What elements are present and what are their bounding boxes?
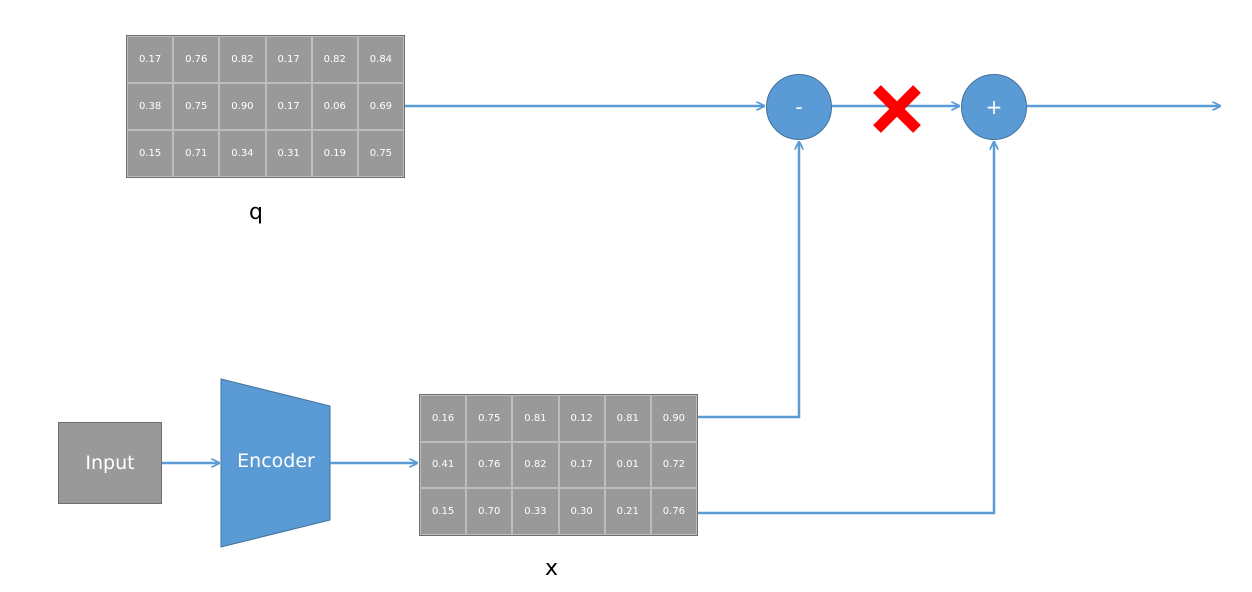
q-cell: 0.06 — [311, 83, 358, 130]
x-cell: 0.76 — [650, 488, 697, 535]
x-cell: 0.17 — [558, 441, 605, 489]
q-cell: 0.17 — [265, 36, 312, 83]
x-cell: 0.01 — [604, 441, 651, 489]
x-cell: 0.76 — [466, 441, 513, 489]
add-node: + — [961, 74, 1027, 140]
plus-symbol: + — [985, 95, 1003, 119]
x-cell: 0.33 — [512, 488, 559, 535]
x-cell: 0.16 — [420, 395, 467, 442]
x-cell: 0.12 — [558, 395, 605, 442]
x-cell: 0.72 — [650, 441, 697, 489]
x-cell: 0.30 — [558, 488, 605, 535]
x-cell: 0.21 — [604, 488, 651, 535]
x-cell: 0.81 — [604, 395, 651, 442]
q-cell: 0.75 — [173, 83, 220, 130]
q-cell: 0.82 — [219, 36, 266, 83]
q-cell: 0.76 — [173, 36, 220, 83]
q-cell: 0.75 — [357, 130, 404, 177]
x-label: x — [545, 556, 559, 581]
q-cell: 0.38 — [127, 83, 174, 130]
x-cell: 0.15 — [420, 488, 467, 535]
q-cell: 0.71 — [173, 130, 220, 177]
q-cell: 0.69 — [357, 83, 404, 130]
cross-icon — [873, 85, 921, 133]
x-cell: 0.41 — [420, 441, 467, 489]
q-cell: 0.34 — [219, 130, 266, 177]
x-cell: 0.81 — [512, 395, 559, 442]
x-cell: 0.75 — [466, 395, 513, 442]
x-cell: 0.70 — [466, 488, 513, 535]
q-cell: 0.90 — [219, 83, 266, 130]
encoder-label: Encoder — [237, 450, 315, 472]
input-label: Input — [85, 452, 135, 474]
q-label: q — [249, 200, 263, 225]
q-cell: 0.84 — [357, 36, 404, 83]
q-cell: 0.82 — [311, 36, 358, 83]
input-box: Input — [58, 422, 162, 504]
q-cell: 0.31 — [265, 130, 312, 177]
q-matrix: 0.17 0.76 0.82 0.17 0.82 0.84 0.38 0.75 … — [126, 35, 405, 178]
x-matrix: 0.16 0.75 0.81 0.12 0.81 0.90 0.41 0.76 … — [419, 394, 698, 536]
subtract-node: - — [766, 74, 832, 140]
q-cell: 0.19 — [311, 130, 358, 177]
q-cell: 0.15 — [127, 130, 174, 177]
arrow-x-to-plus — [698, 142, 994, 515]
encoder-shape — [220, 378, 331, 548]
q-cell: 0.17 — [265, 83, 312, 130]
arrow-x-to-minus — [698, 142, 799, 419]
q-cell: 0.17 — [127, 36, 174, 83]
x-cell: 0.90 — [650, 395, 697, 442]
x-cell: 0.82 — [512, 441, 559, 489]
minus-symbol: - — [795, 95, 803, 119]
